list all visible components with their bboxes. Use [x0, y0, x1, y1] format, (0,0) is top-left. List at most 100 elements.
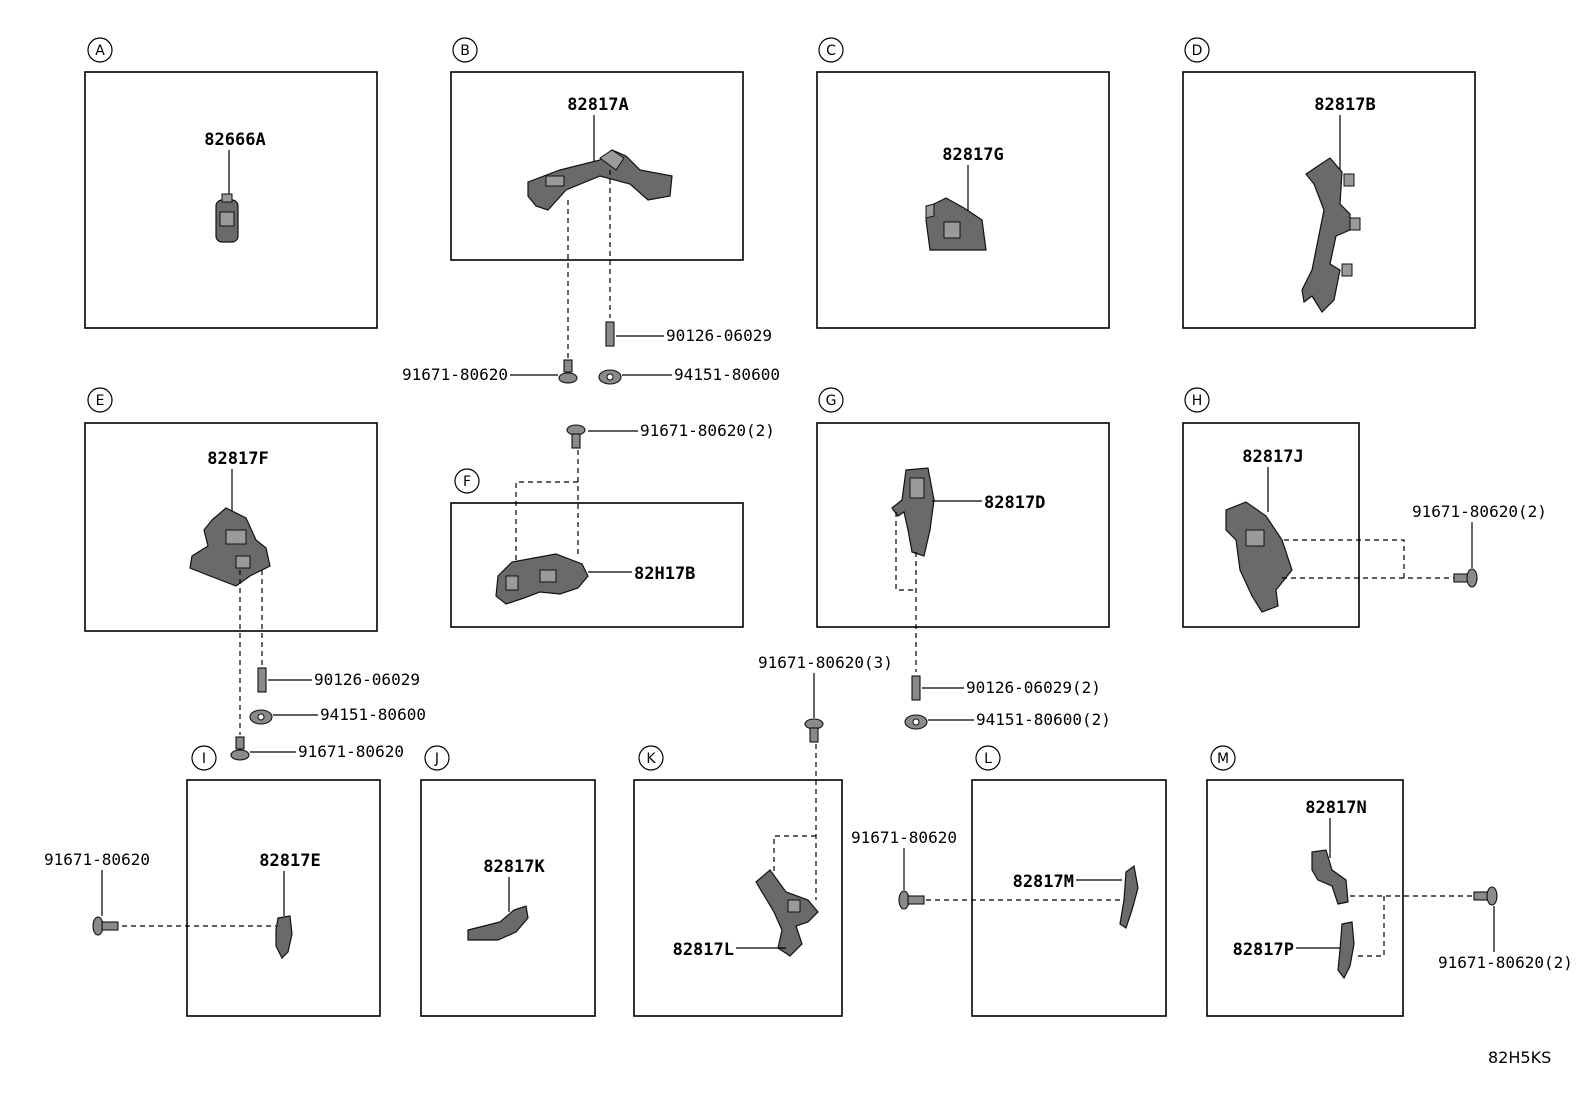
- i-bolt-label[interactable]: 91671-80620: [44, 850, 150, 869]
- part-82817j-bracket[interactable]: [1225, 501, 1293, 613]
- part-label-82817e[interactable]: 82817E: [259, 851, 320, 871]
- section-f-marker: [454, 468, 480, 494]
- section-e-box: [84, 422, 378, 632]
- section-k-letter: K: [646, 751, 656, 767]
- b-nut[interactable]: [598, 369, 622, 385]
- f-bolt-label[interactable]: 91671-80620(2): [640, 421, 775, 440]
- k-bolt-label[interactable]: 91671-80620(3): [758, 653, 893, 672]
- section-b-marker: [452, 37, 478, 63]
- i-bolt[interactable]: [92, 916, 119, 936]
- b-bolt-label[interactable]: 91671-80620: [402, 365, 508, 384]
- b-bolt[interactable]: [558, 359, 578, 384]
- b-stud[interactable]: [605, 321, 615, 347]
- section-b-box: [450, 71, 744, 261]
- section-l-box: [971, 779, 1167, 1017]
- section-d-box: [1182, 71, 1476, 329]
- section-d-letter: D: [1192, 43, 1203, 59]
- part-label-82h17b[interactable]: 82H17B: [634, 564, 695, 584]
- section-a-marker: [87, 37, 113, 63]
- section-j: J 82817K: [420, 745, 596, 1017]
- section-h: H 82817J 91671-80620(2): [1182, 387, 1547, 628]
- k-bolt[interactable]: [804, 718, 824, 743]
- part-82817n-bracket[interactable]: [1311, 849, 1349, 905]
- g-stud-label[interactable]: 90126-06029(2): [966, 678, 1101, 697]
- part-82817a-bracket[interactable]: [527, 149, 673, 211]
- l-bolt[interactable]: [898, 890, 925, 910]
- b-stud-label[interactable]: 90126-06029: [666, 326, 772, 345]
- e-nut[interactable]: [249, 709, 273, 725]
- f-bolt[interactable]: [566, 424, 586, 449]
- section-f-letter: F: [463, 474, 471, 490]
- section-d-marker: [1184, 37, 1210, 63]
- g-stud[interactable]: [911, 675, 921, 701]
- part-82h17b-bracket[interactable]: [495, 553, 589, 605]
- diagram-code: 82H5KS: [1488, 1048, 1552, 1067]
- section-c-marker: [818, 37, 844, 63]
- section-k: K 91671-80620(3) 82817L: [633, 653, 893, 1017]
- section-g: G 82817D 90126-06029(2) 94151-80600(2): [816, 387, 1111, 730]
- section-b: B 82817A 90126-06029 91671-80620 94151-8…: [402, 37, 780, 385]
- section-f-box: [450, 502, 744, 628]
- part-label-82817b[interactable]: 82817B: [1314, 95, 1375, 115]
- section-b-letter: B: [460, 43, 470, 59]
- section-h-marker: [1184, 387, 1210, 413]
- part-82666a-clip[interactable]: [215, 193, 239, 243]
- part-82817f-bracket[interactable]: [189, 507, 271, 587]
- section-f: F 91671-80620(2) 82H17B: [450, 421, 775, 628]
- section-i-box: [186, 779, 381, 1017]
- part-82817e-clip[interactable]: [275, 915, 293, 960]
- part-82817m-clip[interactable]: [1119, 864, 1139, 929]
- m-bolt-label[interactable]: 91671-80620(2): [1438, 953, 1573, 972]
- part-82817p-clip[interactable]: [1337, 921, 1355, 980]
- section-m-letter: M: [1217, 751, 1229, 767]
- e-stud-label[interactable]: 90126-06029: [314, 670, 420, 689]
- section-j-marker: [424, 745, 450, 771]
- part-label-82817m[interactable]: 82817M: [1013, 872, 1074, 892]
- g-nut[interactable]: [904, 714, 928, 730]
- section-a-letter: A: [95, 43, 105, 59]
- part-label-82817l[interactable]: 82817L: [673, 940, 734, 960]
- section-l-marker: [975, 745, 1001, 771]
- section-i: I 82817E 91671-80620: [44, 745, 381, 1017]
- section-c-box: [816, 71, 1110, 329]
- part-82817k-bracket[interactable]: [467, 905, 529, 941]
- section-g-box: [816, 422, 1110, 628]
- e-stud[interactable]: [257, 667, 267, 693]
- part-82817d-bracket[interactable]: [891, 467, 935, 557]
- part-82817g-bracket[interactable]: [925, 197, 987, 251]
- section-h-letter: H: [1192, 393, 1203, 409]
- section-e: E 82817F 90126-06029 94151-80600 91671-8…: [84, 387, 426, 761]
- part-label-82817a[interactable]: 82817A: [567, 95, 628, 115]
- section-i-marker: [191, 745, 217, 771]
- part-label-82817d[interactable]: 82817D: [984, 493, 1045, 513]
- e-bolt-label[interactable]: 91671-80620: [298, 742, 404, 761]
- part-label-82817p[interactable]: 82817P: [1233, 940, 1294, 960]
- section-c-letter: C: [826, 43, 836, 59]
- section-a: A 82666A: [84, 37, 378, 329]
- m-bolt[interactable]: [1473, 886, 1498, 906]
- section-m-marker: [1210, 745, 1236, 771]
- part-label-82817j[interactable]: 82817J: [1242, 447, 1303, 467]
- section-d: D 82817B: [1182, 37, 1476, 329]
- part-82817l-bracket[interactable]: [755, 869, 819, 957]
- b-nut-label[interactable]: 94151-80600: [674, 365, 780, 384]
- g-nut-label[interactable]: 94151-80600(2): [976, 710, 1111, 729]
- section-c: C 82817G: [816, 37, 1110, 329]
- part-82817b-bracket[interactable]: [1301, 157, 1361, 313]
- part-label-82817f[interactable]: 82817F: [207, 449, 268, 469]
- e-bolt[interactable]: [230, 736, 250, 761]
- section-l: L 91671-80620 82817M: [851, 745, 1167, 1017]
- section-j-box: [420, 779, 596, 1017]
- h-bolt[interactable]: [1453, 568, 1478, 588]
- part-label-82817k[interactable]: 82817K: [483, 857, 545, 877]
- h-bolt-label[interactable]: 91671-80620(2): [1412, 502, 1547, 521]
- l-bolt-label[interactable]: 91671-80620: [851, 828, 957, 847]
- section-m: M 82817N 82817P 91671-80620(2): [1206, 745, 1573, 1017]
- part-label-82817g[interactable]: 82817G: [942, 145, 1003, 165]
- part-label-82666a[interactable]: 82666A: [204, 130, 265, 150]
- section-i-letter: I: [202, 751, 206, 767]
- e-nut-label[interactable]: 94151-80600: [320, 705, 426, 724]
- section-e-letter: E: [96, 393, 105, 409]
- part-label-82817n[interactable]: 82817N: [1305, 798, 1366, 818]
